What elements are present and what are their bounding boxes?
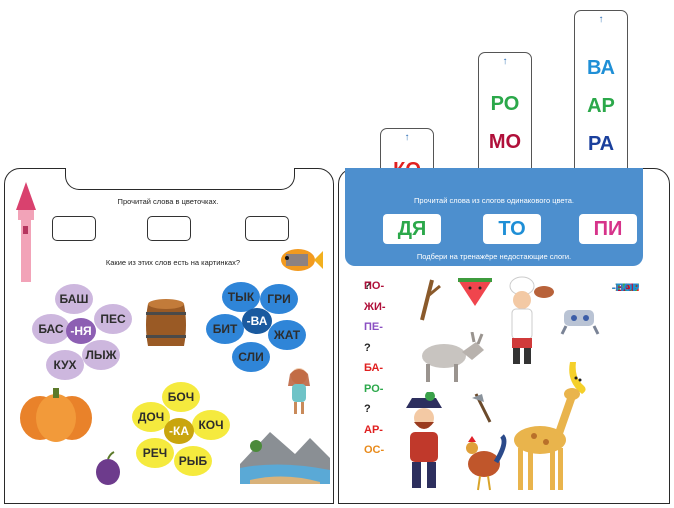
flower-petal: КОЧ <box>192 410 230 440</box>
flower-va: ТЫК ГРИ ЖАТ СЛИ БИТ -ВА <box>206 280 310 372</box>
flower-petal: БОЧ <box>162 382 200 412</box>
banana-picture <box>569 362 586 394</box>
answer-box-2[interactable] <box>147 216 191 241</box>
instruction-read-syllables: Прочитай слова из слогов одинакового цве… <box>414 196 574 205</box>
column-item: РО- <box>364 382 384 395</box>
column-item: -ТЕЛ <box>612 282 638 294</box>
flower-petal: БАС <box>32 314 70 344</box>
flower-petal: РЫБ <box>174 446 212 476</box>
up-arrow-icon: ↑ <box>598 14 604 25</box>
flower-center: -ВА <box>242 308 272 334</box>
pumpkin-picture <box>20 388 92 442</box>
column-item: -БОТ <box>612 282 639 294</box>
column-item: ПО- <box>364 280 385 292</box>
flower-petal: СЛИ <box>232 342 270 372</box>
column-item: АР- <box>364 423 383 436</box>
strip-syllable: РО <box>490 93 520 115</box>
flower-petal: БАШ <box>55 284 93 314</box>
strip-3[interactable]: ↑ ВА АР РА ВО <box>574 10 628 191</box>
column-item: ? <box>364 341 371 354</box>
column-item: -ВАР <box>612 282 639 294</box>
flower-center: -КА <box>164 418 194 444</box>
flower-ka: БОЧ КОЧ РЫБ РЕЧ ДОЧ -КА <box>132 382 236 476</box>
doll-picture <box>288 368 310 414</box>
column-item: -РАФ <box>612 282 640 294</box>
flower-center: -НЯ <box>66 318 96 344</box>
flower-petal: КУХ <box>46 350 84 380</box>
column-item: -ЛИК <box>612 282 639 294</box>
flower-petal: РЕЧ <box>136 438 174 468</box>
column-item: -ПОР <box>612 282 640 294</box>
answer-box-1[interactable] <box>52 216 96 241</box>
landscape-picture <box>240 432 330 484</box>
flower-petal: ДОЧ <box>132 402 170 432</box>
stick-picture <box>420 279 441 321</box>
strip-syllable: РА <box>587 133 615 155</box>
pirate-picture <box>406 392 442 488</box>
column-item: -БУЗ <box>612 282 638 294</box>
syllable-box-3: ПИ <box>579 214 637 244</box>
watermelon-picture <box>458 278 492 306</box>
strip-2[interactable]: ↑ РО МО ДЯ <box>478 52 532 189</box>
flower-nya: БАШ ПЕС ЛЫЖ КУХ БАС -НЯ <box>32 282 138 380</box>
column-item: -ТУХ <box>612 282 637 294</box>
column-item: ЖИ- <box>364 300 386 313</box>
rooster-picture <box>466 434 507 491</box>
flower-petal: ТЫК <box>222 282 260 312</box>
flower-petal: ПЕС <box>94 304 132 334</box>
giraffe-picture <box>514 388 580 490</box>
barrel-picture <box>146 299 186 346</box>
instruction-read-flowers: Прочитай слова в цветочках. <box>117 197 219 206</box>
fish-picture <box>281 249 323 271</box>
plum-picture <box>96 451 120 485</box>
tab-notch <box>65 167 295 190</box>
left-syllable-column: ? ПО- ЖИ- ПЕ- ? БА- РО- ? АР- ОС- <box>364 276 404 461</box>
instruction-find-pictures: Какие из этих слов есть на картинках? <box>105 258 241 267</box>
answer-box-3[interactable] <box>245 216 289 241</box>
column-item: ПЕ- <box>364 321 383 333</box>
column-item: ? <box>364 403 371 415</box>
axe-picture <box>472 393 492 423</box>
strip-syllable: МО <box>488 131 522 153</box>
flower-petal: ЛЫЖ <box>82 340 120 370</box>
robot-picture <box>560 310 600 335</box>
column-item: -НАН <box>612 282 640 294</box>
tower-picture <box>16 182 36 282</box>
syllable-panel: Прочитай слова из слогов одинакового цве… <box>345 168 643 266</box>
flower-petal: ГРИ <box>260 284 298 314</box>
syllable-box-2: ТО <box>483 214 541 244</box>
cook-picture <box>509 276 554 364</box>
column-item: ? <box>364 280 371 292</box>
donkey-picture <box>422 332 484 382</box>
up-arrow-icon: ↑ <box>404 132 410 143</box>
strip-syllable: ВА <box>587 57 615 79</box>
syllable-box-1: ДЯ <box>383 214 441 244</box>
instruction-fill-syllables: Подбери на тренажёре недостающие слоги. <box>416 252 572 261</box>
column-item: ОС- <box>364 444 385 456</box>
strip-syllable: АР <box>587 95 615 117</box>
column-item: -РАТ <box>612 282 637 294</box>
up-arrow-icon: ↑ <box>502 56 508 67</box>
flower-petal: ЖАТ <box>268 320 306 350</box>
column-item: БА- <box>364 362 384 374</box>
flower-petal: БИТ <box>206 314 244 344</box>
